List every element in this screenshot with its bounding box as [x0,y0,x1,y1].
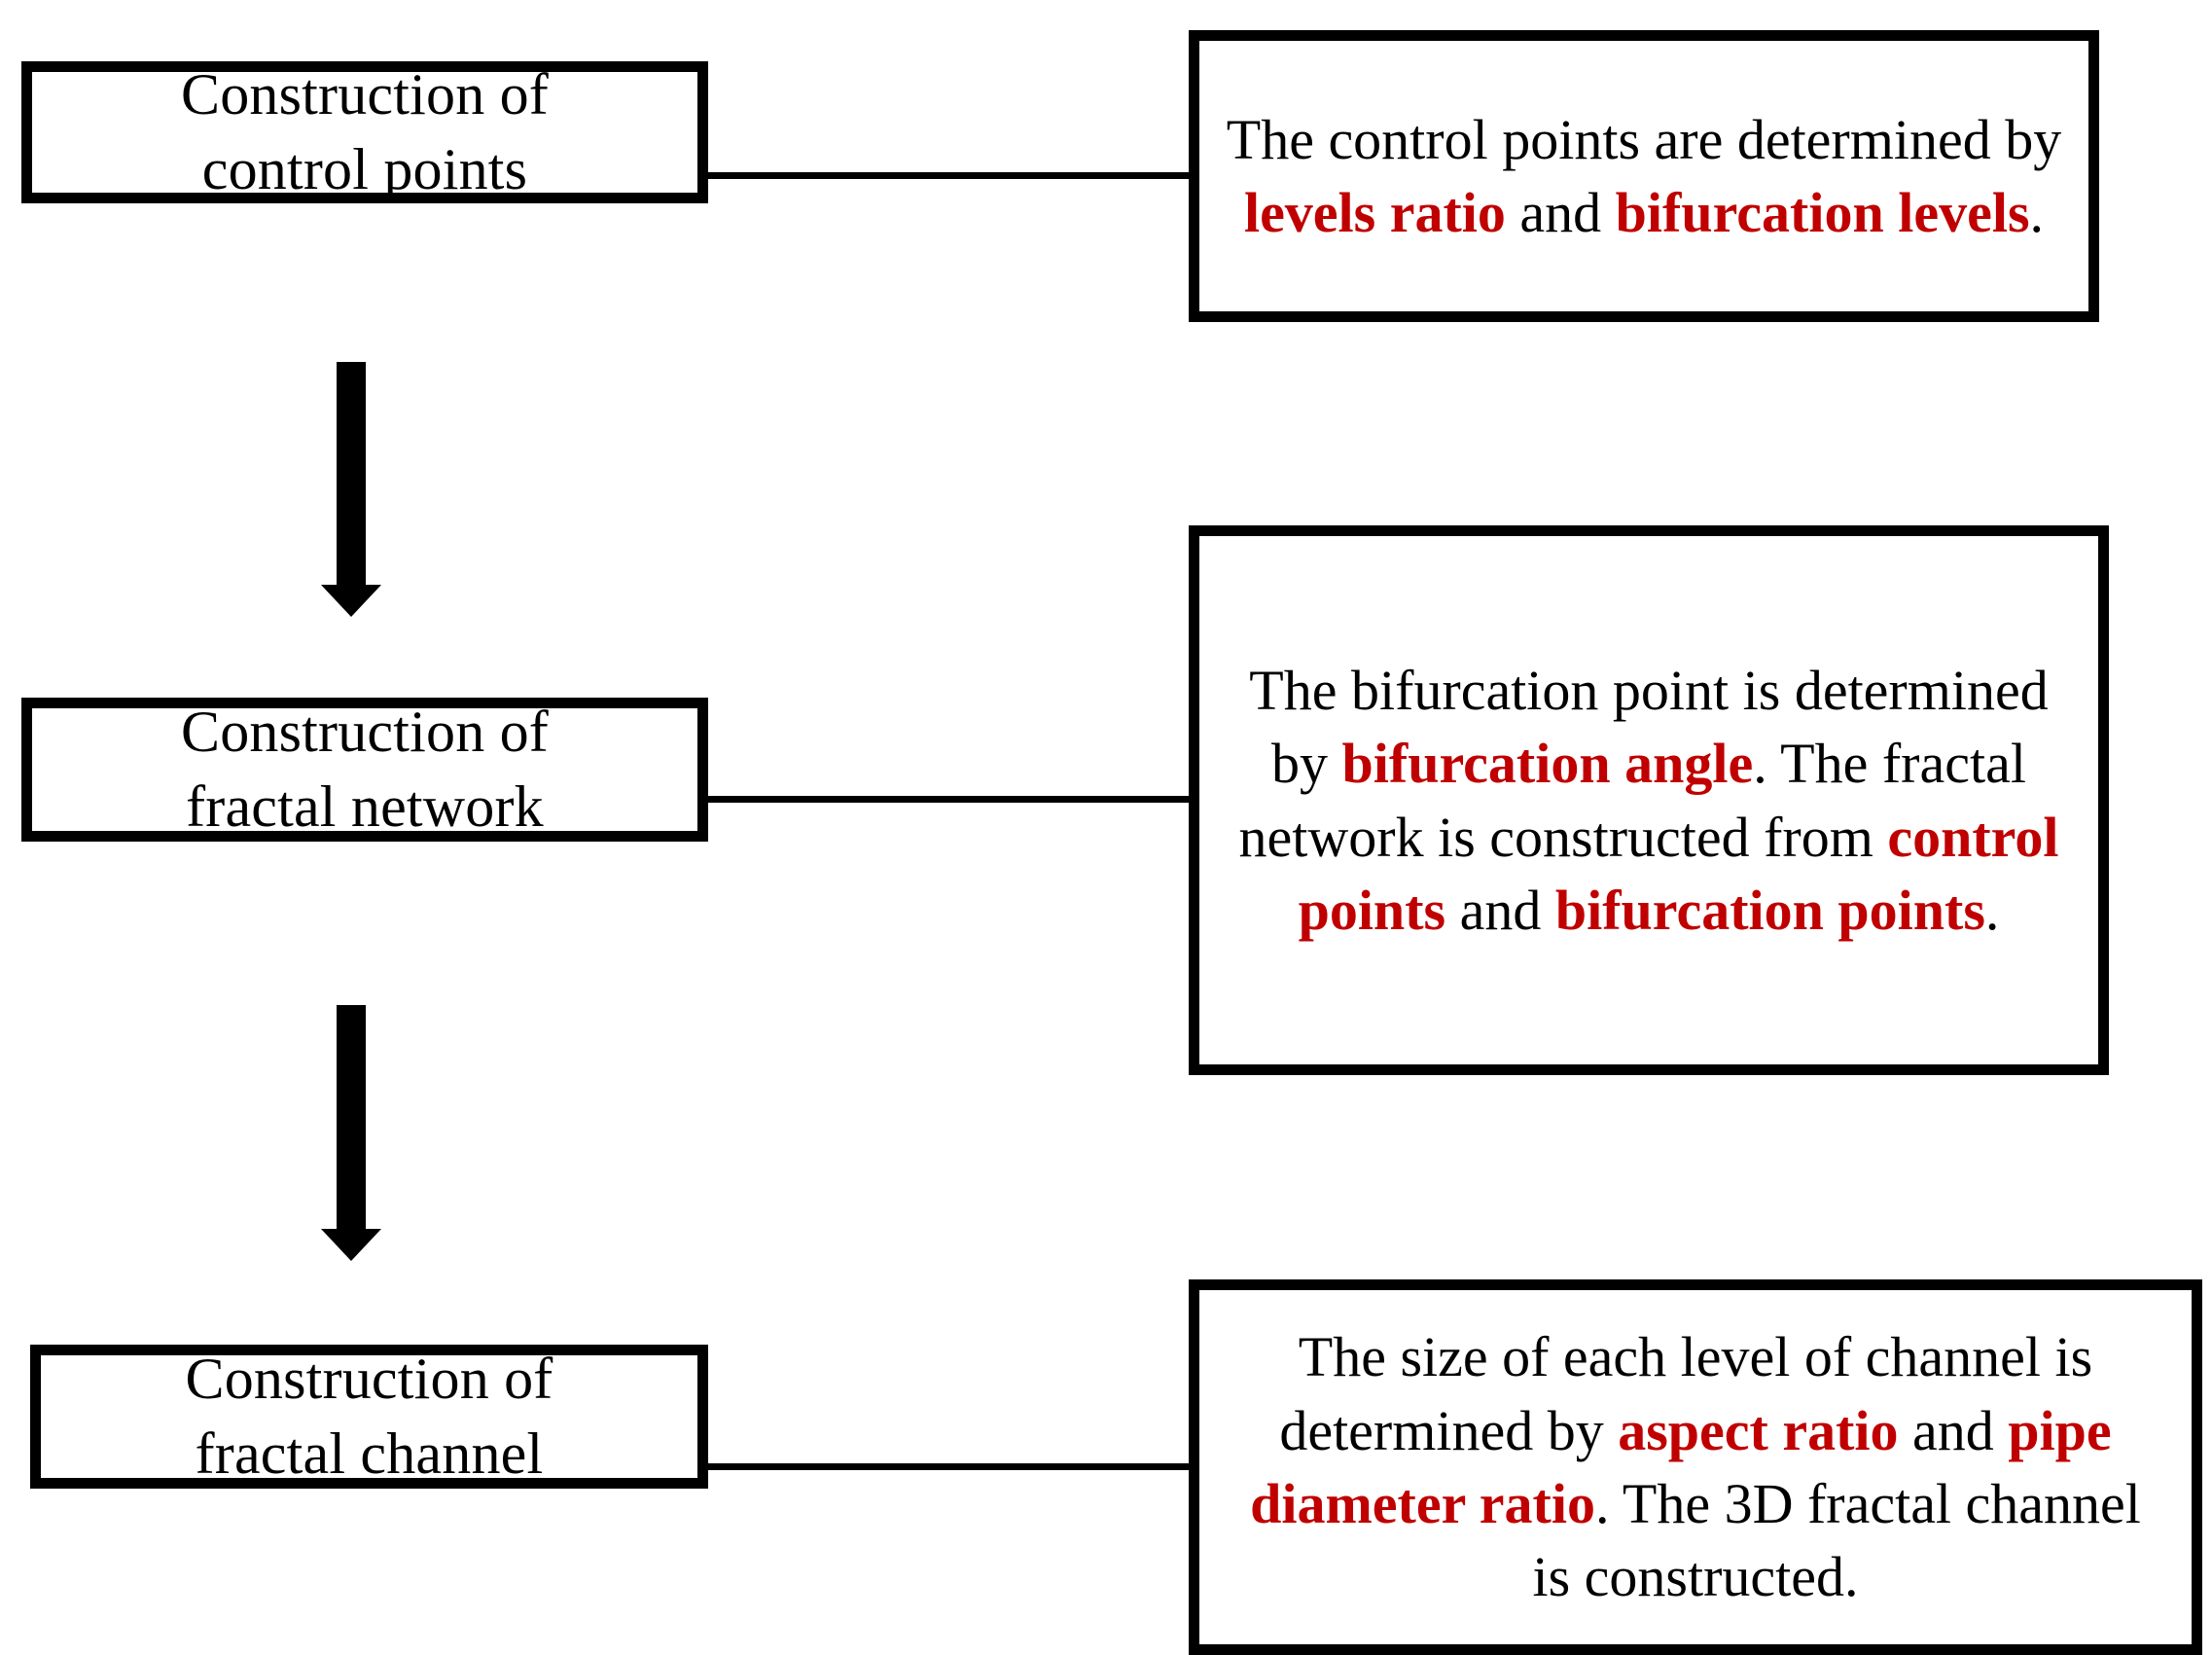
plain-text-run: and [1505,181,1616,244]
plain-text-run: . The 3D fractal channel is constructed. [1532,1472,2141,1609]
stage-box-fractal-channel[interactable]: Construction of fractal channel [30,1345,708,1489]
description-text-control-points: The control points are determined by lev… [1225,103,2063,250]
highlighted-term: bifurcation angle [1341,732,1754,796]
highlighted-term: levels ratio [1243,181,1506,244]
connector-line-fractal-channel [700,1463,1195,1470]
plain-text-run: . The fractal network is constructed fro… [1238,732,2026,869]
arrow-head [321,585,381,617]
down-arrow-icon-stage2-to-stage3 [321,1005,381,1263]
stage-label-fractal-network: Construction of fractal network [181,700,549,839]
stage-label-control-points: Construction of control points [181,62,549,201]
description-box-fractal-channel[interactable]: The size of each level of channel is det… [1189,1279,2202,1655]
description-text-fractal-network: The bifurcation point is determined by b… [1225,654,2073,948]
stage-label-fractal-channel: Construction of fractal channel [185,1347,553,1486]
connector-line-control-points [700,172,1195,179]
arrow-shaft [337,1005,366,1232]
description-box-control-points[interactable]: The control points are determined by lev… [1189,30,2099,322]
stage-box-control-points[interactable]: Construction of control points [21,61,708,203]
plain-text-run: The control points are determined by [1226,107,2062,171]
highlighted-term: bifurcation points [1554,878,1985,942]
down-arrow-icon-stage1-to-stage2 [321,362,381,617]
description-text-fractal-channel: The size of each level of channel is det… [1225,1320,2166,1614]
connector-line-fractal-network [700,796,1195,803]
arrow-shaft [337,362,366,588]
highlighted-term: bifurcation levels [1615,181,2030,244]
plain-text-run: and [1445,878,1555,942]
description-box-fractal-network[interactable]: The bifurcation point is determined by b… [1189,525,2109,1075]
stage-box-fractal-network[interactable]: Construction of fractal network [21,698,708,842]
plain-text-run: . [2029,181,2045,244]
plain-text-run: and [1898,1398,2009,1462]
highlighted-term: pipe diameter ratio [1250,1398,2112,1535]
plain-text-run: The size of each level of channel is det… [1279,1325,2093,1462]
plain-text-run: The bifurcation point is determined by [1249,658,2049,796]
highlighted-term: aspect ratio [1618,1398,1899,1462]
plain-text-run: . [1984,878,2000,942]
highlighted-term: control points [1298,805,2059,942]
arrow-head [321,1229,381,1261]
